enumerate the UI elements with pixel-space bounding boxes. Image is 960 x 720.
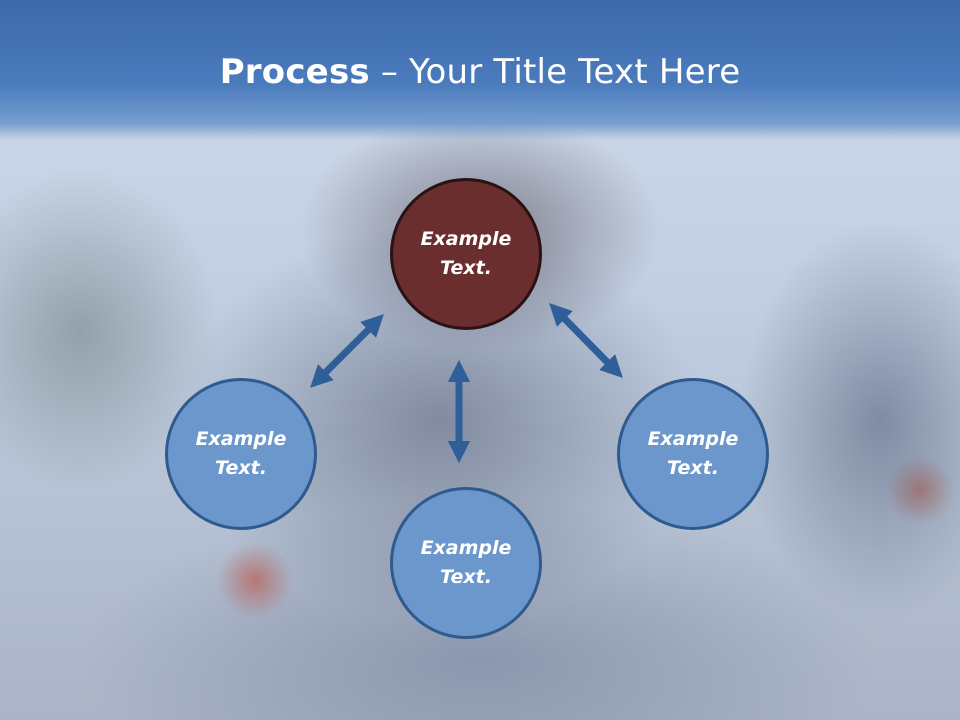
- arrow-top-right: [549, 303, 623, 378]
- slide-title[interactable]: Process – Your Title Text Here: [0, 52, 960, 92]
- node-left[interactable]: Example Text.: [165, 378, 317, 530]
- node-top-line1: Example: [420, 228, 512, 250]
- title-band: [0, 0, 960, 140]
- node-top[interactable]: Example Text.: [390, 178, 542, 330]
- node-right-line1: Example: [647, 428, 739, 450]
- node-right-line2: Text.: [667, 457, 719, 479]
- node-bottom-line1: Example: [420, 537, 512, 559]
- node-bottom-line2: Text.: [440, 566, 492, 588]
- node-right[interactable]: Example Text.: [617, 378, 769, 530]
- arrow-top-left: [310, 314, 384, 388]
- node-bottom[interactable]: Example Text.: [390, 487, 542, 639]
- node-top-line2: Text.: [440, 257, 492, 279]
- node-left-line1: Example: [195, 428, 287, 450]
- title-bold: Process: [219, 52, 370, 92]
- title-rest: – Your Title Text Here: [369, 52, 741, 92]
- node-left-line2: Text.: [215, 457, 267, 479]
